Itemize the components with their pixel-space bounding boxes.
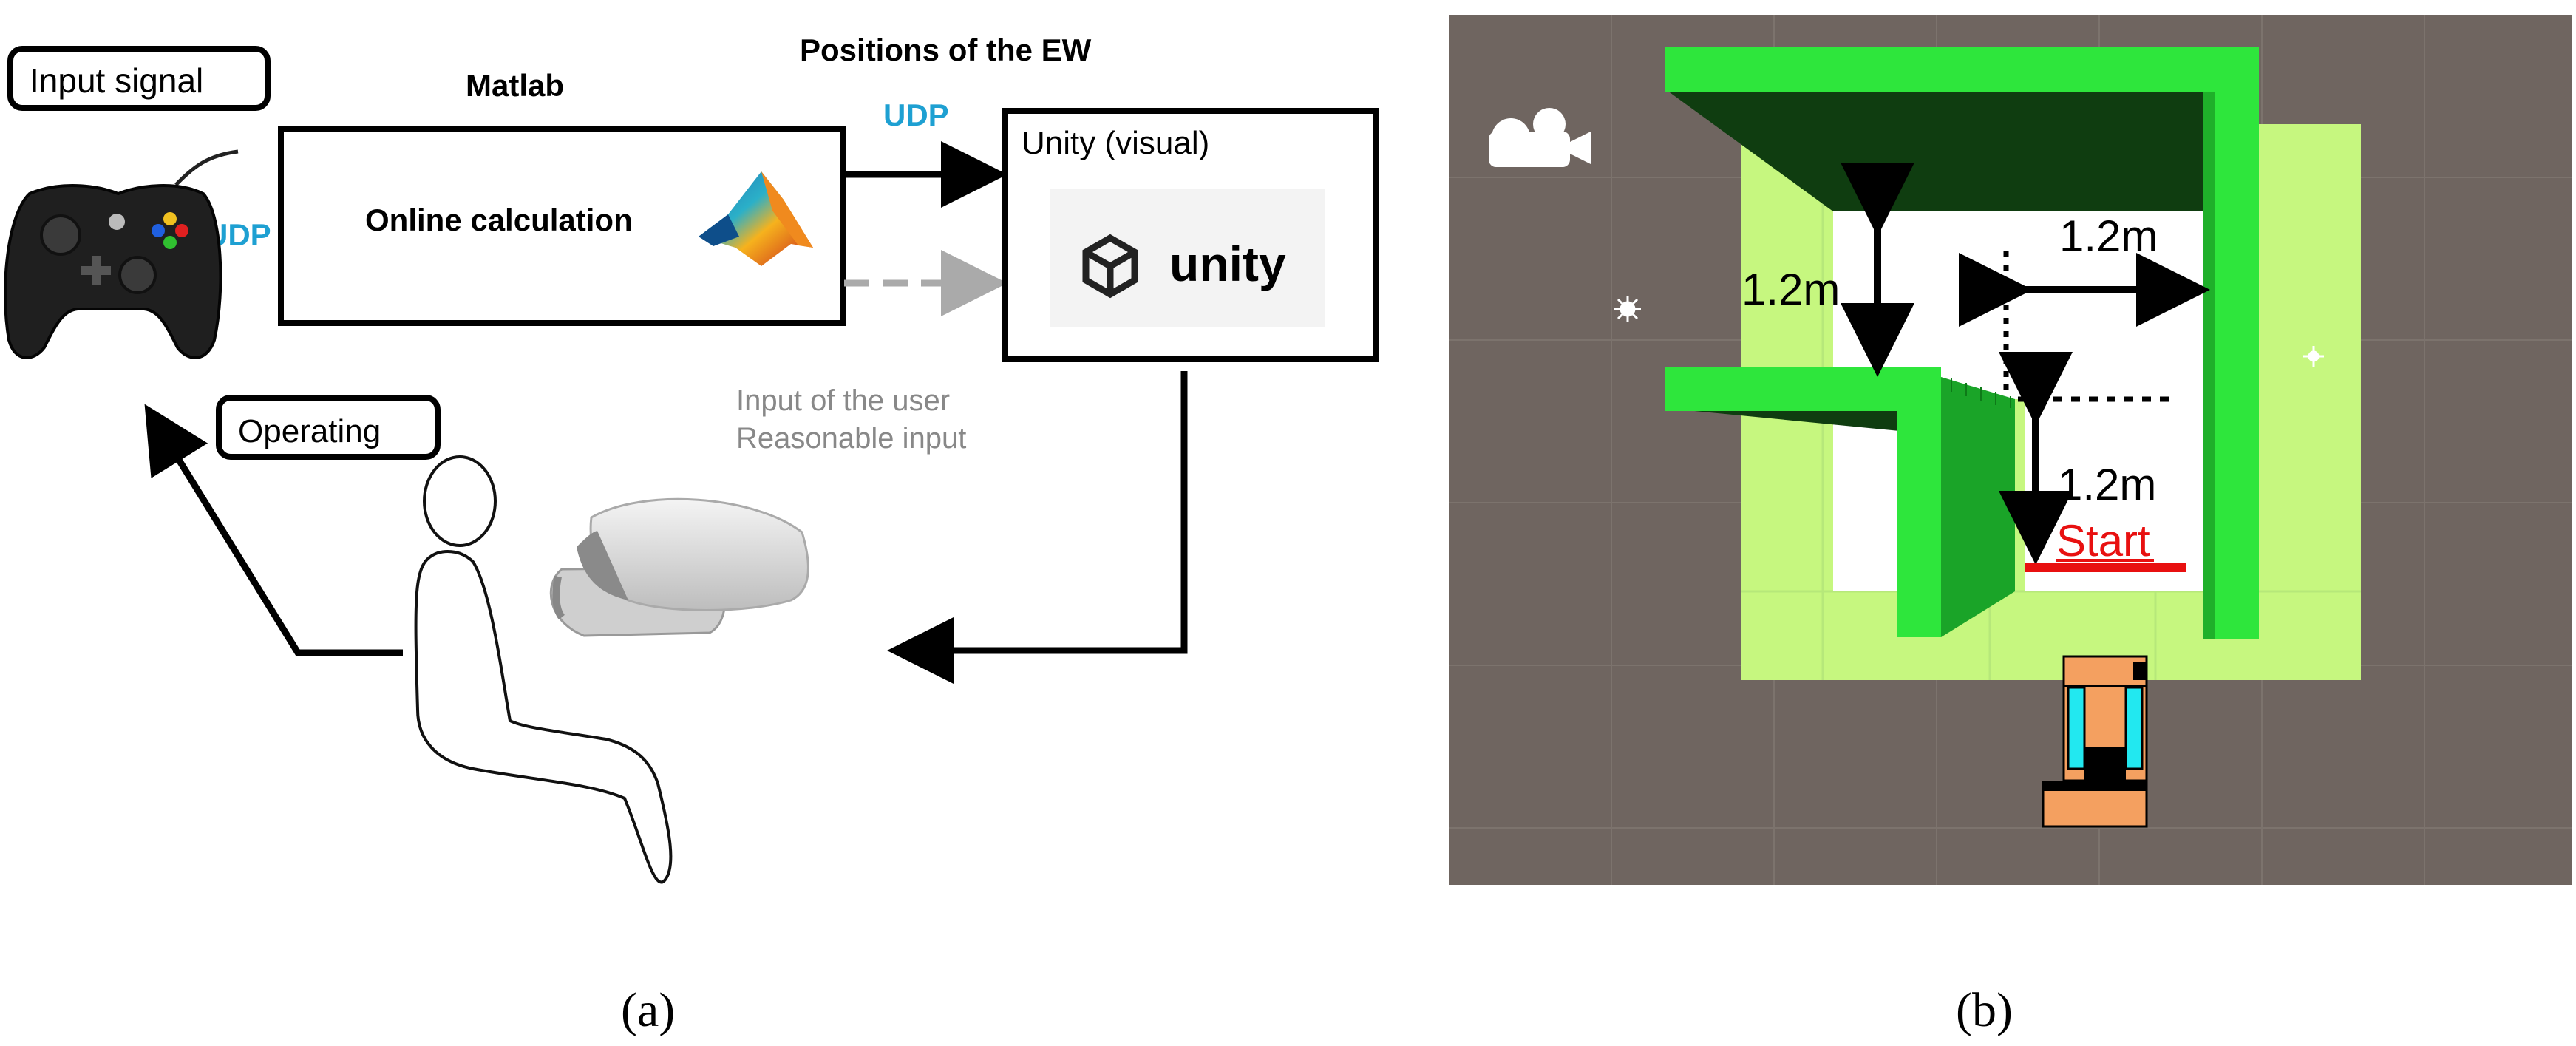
light-icon-right xyxy=(2303,346,2324,367)
unity-logo-text: unity xyxy=(1169,237,1286,291)
vr-headset-icon xyxy=(549,497,809,637)
middle-wall-shadow xyxy=(1665,408,1907,432)
caption-b: (b) xyxy=(1956,983,2013,1037)
start-line xyxy=(2025,563,2186,572)
dim-top-right-label: 1.2m xyxy=(2059,211,2158,261)
corridor-lower-left xyxy=(1833,414,1907,591)
panel-a-system-diagram: Input signal Matlab Positions of the EW … xyxy=(4,33,1379,1037)
unity-cube-icon xyxy=(1082,234,1138,299)
middle-wall-top xyxy=(1665,367,1900,411)
input-signal-label: Input signal xyxy=(30,61,203,100)
online-calculation-label: Online calculation xyxy=(365,203,633,237)
panel-b-unity-scene: 1.2m 1.2m 1.2m Start xyxy=(1449,15,2572,1037)
seated-person-figure xyxy=(414,455,673,884)
input-of-user-label: Input of the user xyxy=(736,384,950,417)
agent-character-icon xyxy=(2042,655,2148,828)
light-icon-left xyxy=(1614,296,1641,322)
top-wall-top xyxy=(1665,47,2256,92)
udp-top-label: UDP xyxy=(883,98,949,132)
start-label: Start xyxy=(2056,516,2150,566)
unity-box-title: Unity (visual) xyxy=(1022,125,1209,161)
arrow-user-to-gamepad xyxy=(144,404,403,656)
reasonable-input-label: Reasonable input xyxy=(736,422,966,455)
dim-bottom-label: 1.2m xyxy=(2058,460,2156,509)
arrow-unity-to-user xyxy=(887,371,1188,684)
inner-wall-top xyxy=(1897,367,1941,637)
input-signal-box xyxy=(7,46,271,111)
operating-label: Operating xyxy=(238,413,381,449)
right-wall xyxy=(2215,47,2259,639)
caption-a: (a) xyxy=(621,983,675,1037)
top-wall-shadow xyxy=(1665,89,2232,211)
inner-wall-side xyxy=(1941,377,2015,637)
camera-icon xyxy=(1489,108,1591,167)
positions-label: Positions of the EW xyxy=(800,33,1092,67)
operating-box xyxy=(216,395,441,460)
matlab-title: Matlab xyxy=(466,68,564,103)
gamepad-icon xyxy=(4,149,239,359)
dim-left-label: 1.2m xyxy=(1741,265,1840,314)
right-wall-shade xyxy=(2203,92,2215,639)
matlab-logo-icon xyxy=(699,171,813,266)
